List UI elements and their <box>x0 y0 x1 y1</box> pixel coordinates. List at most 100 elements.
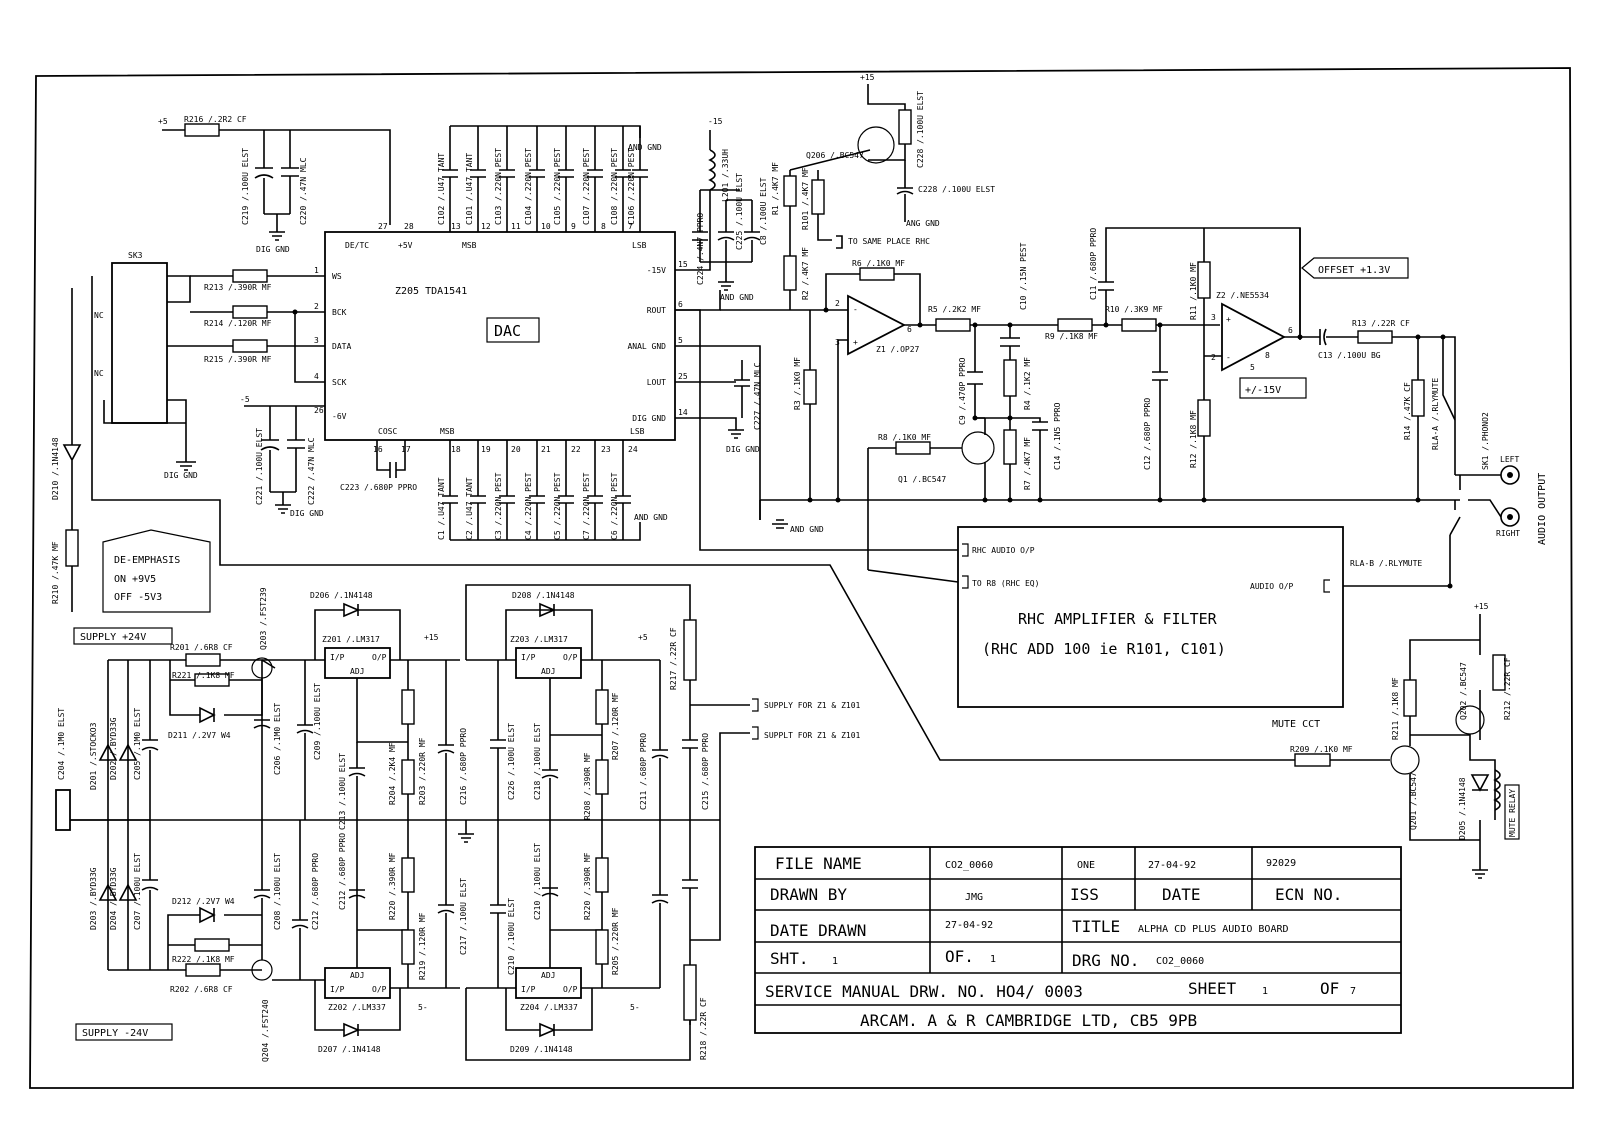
svg-text:6: 6 <box>1288 326 1293 335</box>
r206-label: R220 /.390R MF <box>388 852 397 920</box>
tb-sht: 1 <box>832 956 838 967</box>
r215-label: R215 /.390R MF <box>204 355 272 364</box>
offset-tag: OFFSET +1.3V <box>1301 257 1409 279</box>
capacitor-label: C104 /.220N PEST <box>524 148 533 225</box>
dac-ic-body <box>324 231 676 441</box>
dac-pin-name: LOUT <box>647 378 666 387</box>
dac-top-caps: AND GND C102 /.U47 TANT C101 /.U47 TANT C1… <box>437 125 662 232</box>
r1-label: R1 /.4K7 MF <box>771 162 780 215</box>
capacitor-label: C102 /.U47 TANT <box>437 153 446 225</box>
tb-of: 1 <box>990 954 996 965</box>
dac-chip-label: Z205 TDA1541 <box>395 286 467 297</box>
decoupling-capacitor: C2 /.U47 TANT <box>465 440 486 540</box>
rail-tag-text: +/-15V <box>1245 385 1281 396</box>
svg-text:ADJ: ADJ <box>350 971 364 980</box>
dac-pin-number: 10 <box>541 222 551 231</box>
dac-pin-number: 22 <box>571 445 581 454</box>
dac-pin-number: 23 <box>601 445 611 454</box>
tb-iss-label: ISS <box>1070 885 1099 904</box>
rhc-body <box>957 526 1344 708</box>
sk2-label: C204 /.1M0 ELST <box>57 708 66 780</box>
dac-output-network: -15 L201 /.33UH C224 /.4N7 PPRO C225 /.1… <box>675 117 795 520</box>
dac-pin-number: 8 <box>601 222 606 231</box>
svg-text:6: 6 <box>907 325 912 334</box>
dac-pin-number: 13 <box>451 222 461 231</box>
dac-top-label-msb: MSB <box>462 241 477 250</box>
decoupling-capacitor: C3 /.220N PEST <box>494 440 515 540</box>
d204-label: D204 /.BYD33G <box>109 867 118 930</box>
r101-label: R101 /.4K7 MF <box>801 167 810 230</box>
svg-text:I/P: I/P <box>330 985 345 994</box>
c14-label: C14 /.1N5 PPRO <box>1053 402 1062 470</box>
z204-label: Z204 /.LM337 <box>520 1003 578 1012</box>
dac-top-label-5v: +5V <box>398 241 413 250</box>
anq-gnd-top: AND GND <box>628 143 662 152</box>
z201-label: Z201 /.LM317 <box>322 635 380 644</box>
dig-gnd-1: DIG GND <box>256 245 290 254</box>
dac-pin-name: ROUT <box>647 306 666 315</box>
tb-file-name: CO2_0060 <box>945 860 993 871</box>
r211-label: R211 /.1K8 MF <box>1391 677 1400 740</box>
c202-label: C206 /.1M0 ELST <box>273 703 282 775</box>
z2-opamp <box>1221 302 1286 372</box>
r208-label: R208 /.390R MF <box>583 752 592 820</box>
svg-text:+: + <box>853 338 858 347</box>
r10-label: R10 /.3K9 MF <box>1105 305 1163 314</box>
q206-label: Q206 /.BC547 <box>806 151 864 160</box>
z204-reg <box>515 967 582 999</box>
tb-date-drawn: 27-04-92 <box>945 920 993 931</box>
dig-gnd-2: DIG GND <box>290 509 324 518</box>
dac-bottom-label-cosc: COSC <box>378 427 397 436</box>
svg-text:O/P: O/P <box>372 653 387 662</box>
r209-label: R209 /.1K0 MF <box>1290 745 1353 754</box>
tb-sheet-label: SHEET <box>1188 979 1237 998</box>
capacitor-label: C1 /.U47 TANT <box>437 477 446 540</box>
dac-pin-name: WS <box>332 272 342 281</box>
capacitor-label: C4 /.220N PEST <box>524 472 533 540</box>
q1-body <box>961 431 995 465</box>
tb-of-label: OF. <box>945 947 974 966</box>
d212-label: D212 /.2V7 W4 <box>172 897 235 906</box>
supply-pos-text: SUPPLY +24V <box>80 632 146 643</box>
sk3-ground-label: DIG GND <box>164 471 198 480</box>
svg-text:O/P: O/P <box>372 985 387 994</box>
plus5-line <box>162 129 391 225</box>
dac-ic: Z205 TDA1541 DAC DE/TC +5V MSB LSB COSC … <box>314 222 688 454</box>
c225-label: C225 /.100U ELST <box>735 173 744 250</box>
c219-label: C219 /.100U ELST <box>241 148 250 225</box>
dac-pin-number: 27 <box>378 222 388 231</box>
dac-pin-name: ANAL GND <box>627 342 666 351</box>
c227-label: C227 /.47N MLC <box>753 362 762 430</box>
dac-pin-number: 24 <box>628 445 638 454</box>
dac-pin-number: 12 <box>481 222 491 231</box>
d209-label: D209 /.1N4148 <box>510 1045 573 1054</box>
r214-label: R214 /.120R MF <box>204 319 272 328</box>
r203-label: R203 /.220R MF <box>418 737 427 805</box>
r219-label: R205 /.220R MF <box>611 907 620 975</box>
supply-z1-neg: SUPPLT FOR Z1 & Z101 <box>764 731 861 740</box>
c226-label: C210 /.100U ELST <box>533 843 542 920</box>
r205-label: R219 /.120R MF <box>418 912 427 980</box>
svg-text:I/P: I/P <box>521 985 536 994</box>
de-emphasis-title: DE-EMPHASIS <box>114 555 180 566</box>
anq-gnd-bottom: AND GND <box>634 513 668 522</box>
capacitor-label: C101 /.U47 TANT <box>465 153 474 225</box>
d202-label: D202 /.BYD33G <box>109 717 118 780</box>
dac-pin-number: 20 <box>511 445 521 454</box>
decoupling-capacitor: C108 /.220N PEST <box>610 126 631 232</box>
dac-pin-number: 16 <box>373 445 383 454</box>
dac-pin-number: 2 <box>314 302 319 311</box>
dac-pin-name: SCK <box>332 378 347 387</box>
capacitor-label: C106 /.220N PEST <box>627 148 636 225</box>
dac-pin-number: 1 <box>314 266 319 275</box>
dac-bottom-label-lsb: LSB <box>630 427 645 436</box>
tb-one-label: ONE <box>1077 860 1095 871</box>
c217-label: C218 /.100U ELST <box>533 723 542 800</box>
q206-body <box>857 126 895 164</box>
z1-stage: - + 2 3 6 Z1 /.OP27 R6 /.1K0 MF R5 /.2K2… <box>793 259 1025 500</box>
tb-one-date: 27-04-92 <box>1148 860 1196 871</box>
c209-label: C216 /.680P PPRO <box>459 728 468 805</box>
svg-text:O/P: O/P <box>563 985 578 994</box>
q1-label: Q1 /.BC547 <box>898 475 946 484</box>
